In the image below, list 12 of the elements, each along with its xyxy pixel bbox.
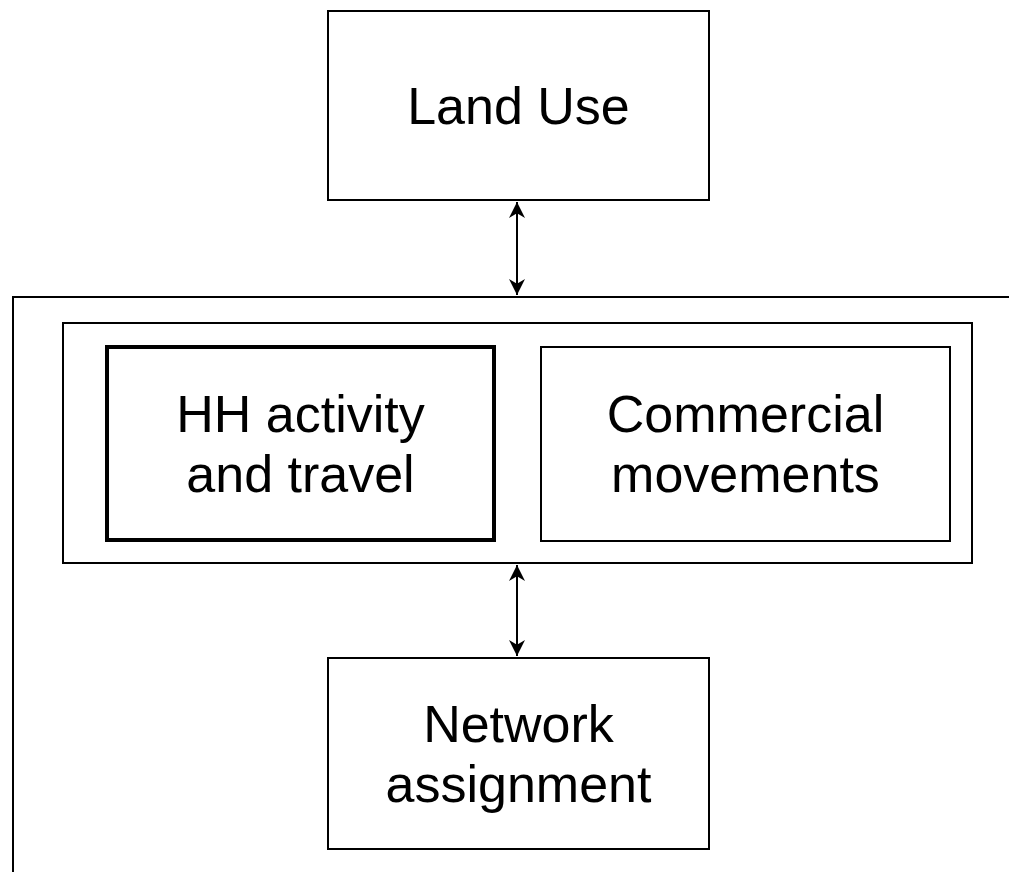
arrow (509, 564, 525, 657)
process-box (327, 657, 710, 850)
process-box (105, 345, 496, 542)
box-label: Land Use (406, 75, 631, 136)
process-box (540, 346, 951, 542)
arrow (509, 201, 525, 296)
box-label: Network assignment (384, 693, 653, 814)
group-box (62, 322, 973, 564)
box-label: HH activity and travel (175, 383, 426, 504)
group-box (12, 296, 1009, 872)
process-box (327, 10, 710, 201)
box-label: Commercial movements (605, 384, 886, 504)
